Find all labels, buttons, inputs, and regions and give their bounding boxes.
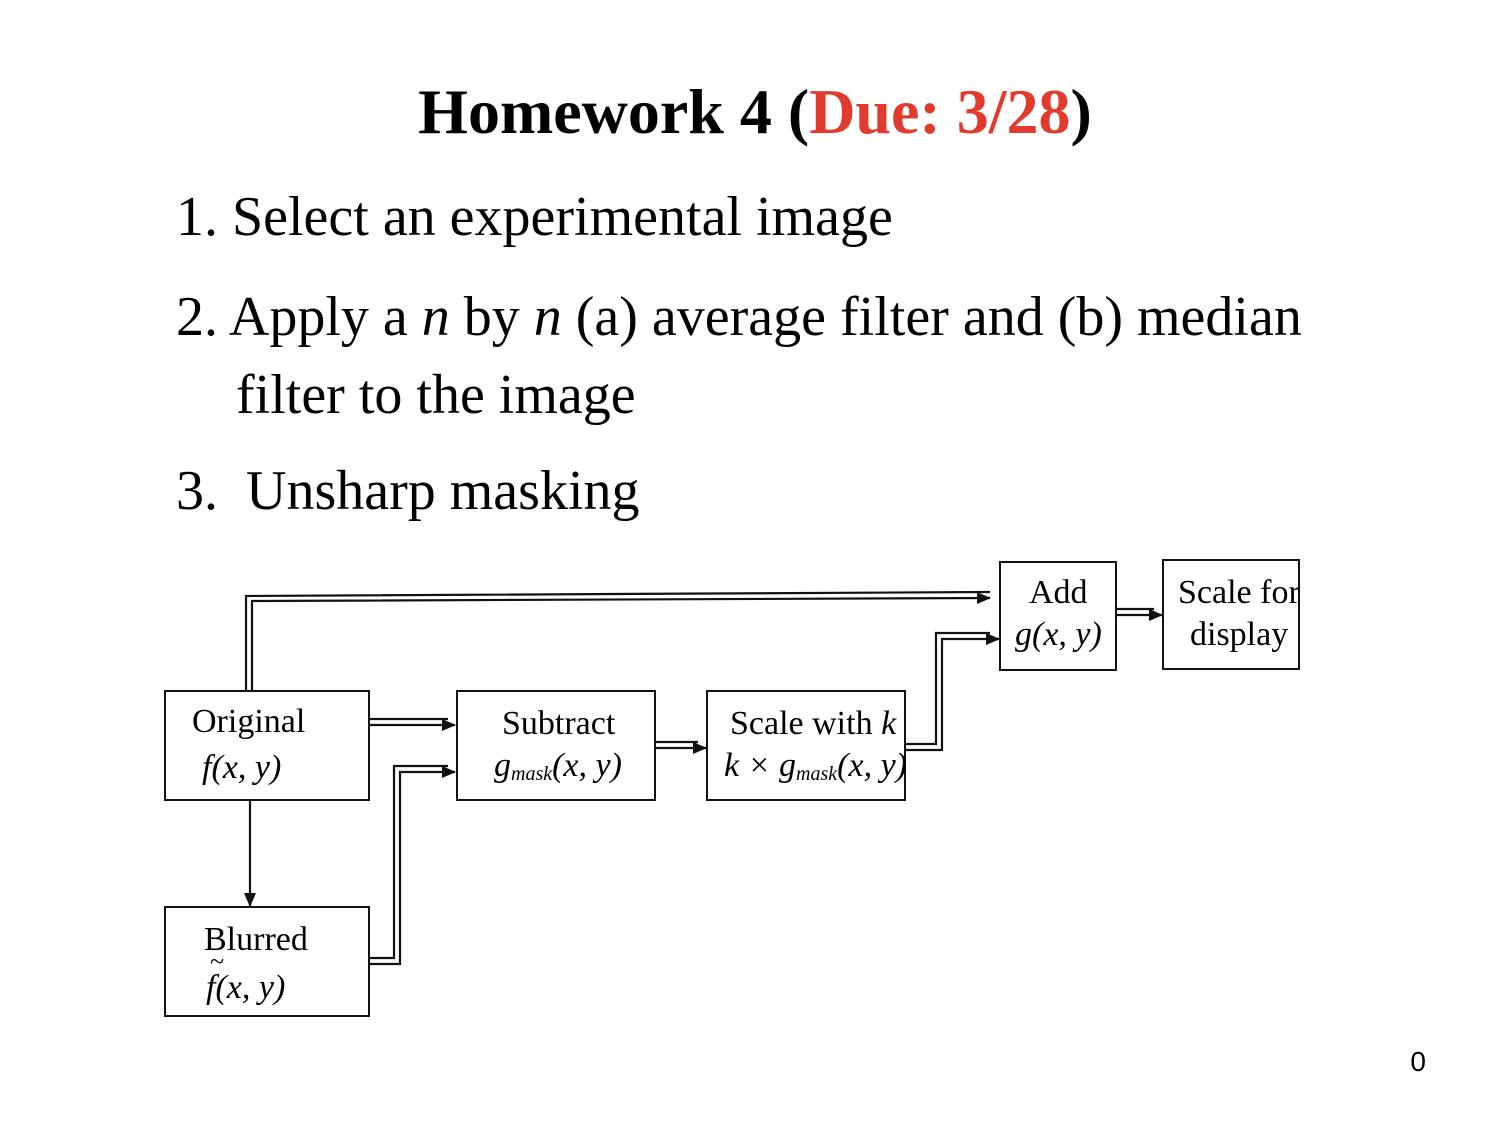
add-function: g(x, y)	[1015, 616, 1102, 653]
subtract-box: Subtract gmask(x, y)	[456, 690, 656, 801]
task-item-2: 2. Apply a n by n (a) average filter and…	[176, 282, 1302, 352]
title-close: )	[1070, 76, 1092, 147]
function-args: (x, y)	[552, 747, 622, 784]
original-box: Original f(x, y)	[164, 690, 370, 801]
original-label: Original	[192, 703, 306, 740]
connector-scale-to-add	[906, 631, 990, 746]
times-g: × g	[739, 747, 797, 784]
display-box: Scale for display	[1162, 559, 1300, 670]
mask-subscript: mask	[511, 763, 553, 785]
blurred-label: Blurred	[204, 921, 308, 958]
k-symbol: k	[881, 705, 897, 742]
task-text: by	[449, 286, 534, 348]
title-main: Homework 4 (	[418, 76, 810, 147]
scale-k-function: k × gmask(x, y)	[724, 746, 907, 794]
blurred-box: Blurred ~ f(x, y)	[164, 906, 370, 1017]
task-text: (a) average filter and (b) median	[561, 286, 1302, 348]
connector-blurred-to-subtract	[370, 764, 448, 960]
task-number: 2.	[176, 286, 218, 348]
mask-subscript: mask	[796, 763, 838, 785]
task-item-2-continued: filter to the image	[236, 364, 636, 426]
page-number: 0	[1410, 1046, 1426, 1077]
tilde-mark: ~	[210, 947, 225, 976]
page-title: Homework 4 (Due: 3/28)	[0, 72, 1510, 152]
variable-n: n	[421, 286, 450, 348]
scale-text: Scale with	[730, 705, 882, 742]
task-text: Apply a	[228, 286, 422, 348]
original-function: f(x, y)	[202, 749, 282, 786]
blurred-function: f(x, y)	[206, 969, 286, 1006]
variable-n: n	[533, 286, 562, 348]
subtract-function: gmask(x, y)	[494, 746, 622, 794]
task-text: Select an experimental image	[232, 186, 893, 248]
g-symbol: g	[494, 747, 511, 784]
due-date: Due: 3/28	[809, 76, 1071, 147]
task-number: 3.	[176, 460, 218, 522]
scale-k-label: Scale with k	[730, 704, 896, 744]
display-label-1: Scale for	[1178, 574, 1300, 611]
add-box: Add g(x, y)	[999, 561, 1117, 671]
connector-original-to-add	[244, 590, 991, 690]
display-label-2: display	[1190, 616, 1289, 653]
task-item-3: 3. Unsharp masking	[176, 456, 640, 526]
task-text: Unsharp masking	[246, 460, 640, 522]
task-item-1: 1. Select an experimental image	[176, 182, 893, 252]
add-label: Add	[1029, 574, 1088, 611]
task-number: 1.	[176, 186, 218, 248]
scale-k-box: Scale with k k × gmask(x, y)	[706, 690, 907, 801]
subtract-label: Subtract	[502, 705, 616, 742]
k-symbol: k	[724, 747, 740, 784]
function-args: (x, y)	[837, 747, 907, 784]
